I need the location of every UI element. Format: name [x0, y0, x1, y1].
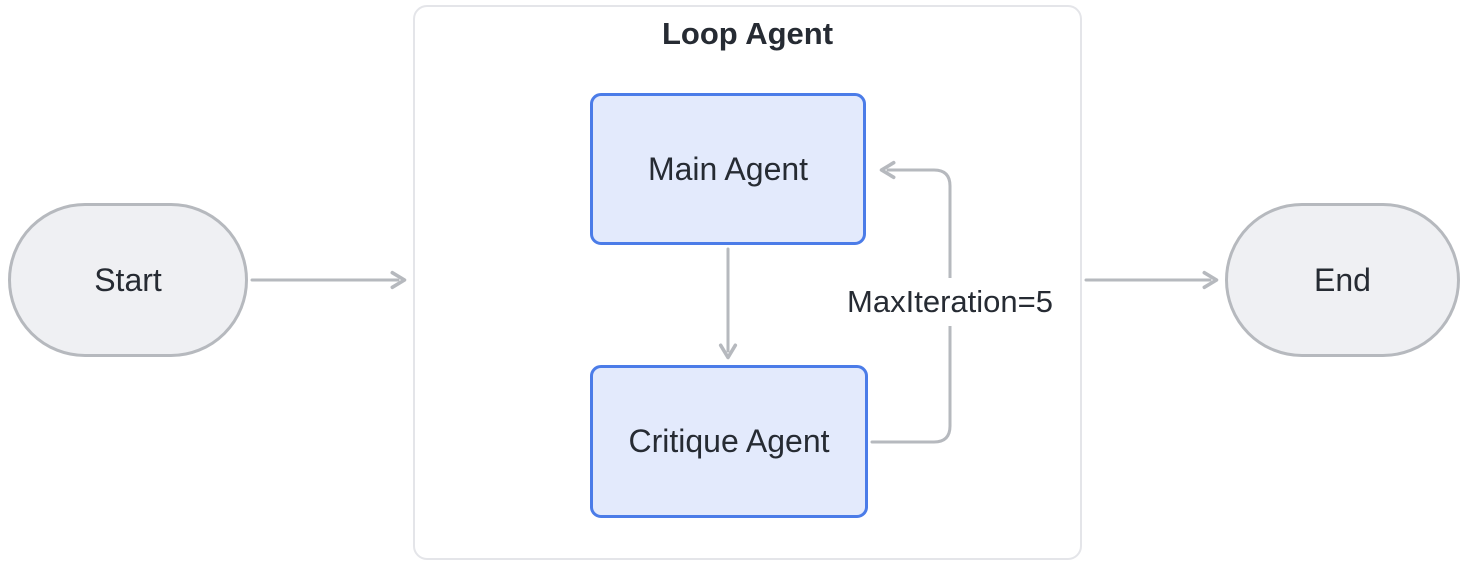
node-critique-agent-label: Critique Agent: [628, 423, 830, 459]
node-end-label: End: [1314, 261, 1371, 298]
loop-iteration-label: MaxIteration=5: [837, 278, 1063, 326]
node-main-agent-label: Main Agent: [647, 150, 809, 187]
node-critique-agent: Critique Agent: [590, 365, 868, 518]
node-start-label: Start: [94, 261, 162, 298]
node-main-agent: Main Agent: [590, 93, 866, 245]
node-end: End: [1225, 203, 1460, 357]
loop-agent-title: Loop Agent: [661, 16, 834, 51]
node-start: Start: [8, 203, 248, 357]
